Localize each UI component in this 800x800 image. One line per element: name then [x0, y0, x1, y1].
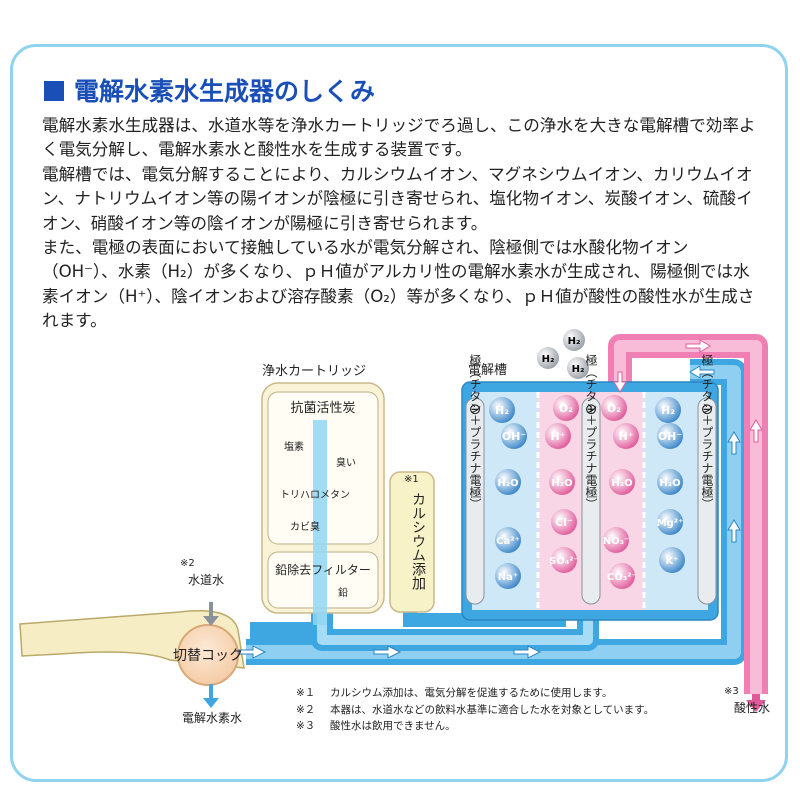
electrode-label-center: ⊕ 極（チタン＋プラチナ電極）: [584, 353, 598, 510]
h2-bubble-top-1: H₂: [563, 329, 585, 351]
cartridge-label: 浄水カートリッジ: [262, 364, 366, 379]
svg-text:極（チタン＋プラチナ電極）: 極（チタン＋プラチナ電極）: [584, 353, 598, 510]
so4-ion: SO₄²⁻: [549, 547, 579, 573]
acid-arrows: [613, 339, 763, 443]
svg-text:OH⁻: OH⁻: [502, 430, 527, 443]
electrode-label-right: ⊖ 極（チタン＋プラチナ電極）: [700, 353, 714, 510]
acid-water-label: 酸性水: [734, 700, 770, 715]
cathode-right: [697, 397, 717, 605]
svg-text:K⁺: K⁺: [665, 556, 678, 567]
paragraph-1: 電解水素水生成器は、水道水等を浄水カートリッジでろ過し、この浄水を大きな電解槽で…: [42, 116, 756, 160]
electrode-label-left: ⊖ 極（チタン＋プラチナ電極）: [468, 353, 482, 510]
description: 電解水素水生成器は、水道水等を浄水カートリッジでろ過し、この浄水を大きな電解槽で…: [42, 114, 762, 334]
lead-filter-label: 鉛除去フィルター: [275, 562, 371, 577]
h2o-molecule-right: H₂O: [609, 469, 635, 495]
h2-bubble-top-2: H₂: [537, 347, 559, 369]
calcium-label: カルシウム添加: [410, 492, 426, 591]
chlorine-label: 塩素: [284, 440, 304, 453]
hplus-molecule-left: H⁺: [545, 423, 571, 449]
svg-text:O₂: O₂: [559, 402, 573, 415]
ca-ion: Ca²⁺: [495, 527, 521, 553]
valve-label: 切替コック: [173, 648, 243, 664]
svg-text:H⁺: H⁺: [550, 430, 565, 443]
page-title-text: 電解水素水生成器のしくみ: [74, 77, 376, 106]
o2-molecule-right: O₂: [601, 395, 627, 421]
oh-molecule-right: OH⁻: [657, 423, 683, 449]
cell-label: 電解槽: [468, 363, 507, 378]
svg-text:Ca²⁺: Ca²⁺: [496, 536, 520, 547]
carbon-label: 抗菌活性炭: [290, 401, 355, 416]
flow-arrows: [238, 365, 741, 659]
trihalomethane-label: トリハロメタン: [280, 489, 350, 501]
na-ion: Na⁺: [495, 563, 521, 589]
h2o-molecule-center: H₂O: [549, 469, 575, 495]
paragraph-3: また、電極の表面において接触している水が電気分解され、陰極側では水酸化物イオン（…: [42, 238, 755, 331]
svg-text:H₂: H₂: [568, 336, 581, 347]
svg-text:Mg²⁺: Mg²⁺: [657, 518, 684, 529]
svg-text:Cl⁻: Cl⁻: [555, 516, 573, 529]
calcium-mark: ※1: [404, 474, 419, 485]
hydrogen-water-label: 電解水素水: [182, 711, 242, 725]
acid-out-arrow: [746, 694, 766, 712]
calcium-unit: [389, 471, 435, 613]
h2o-molecule-left: H₂O: [495, 469, 521, 495]
output-arrow: [203, 684, 219, 708]
svg-text:H₂: H₂: [661, 404, 675, 417]
mold-odor-label: カビ臭: [290, 520, 320, 533]
svg-text:H₂O: H₂O: [551, 478, 572, 489]
h2-bubble-top-3: H₂: [567, 357, 589, 379]
svg-text:OH⁻: OH⁻: [658, 430, 683, 443]
cartridge-flow: [313, 420, 327, 625]
switch-valve: [177, 624, 239, 686]
svg-text:SO₄²⁻: SO₄²⁻: [549, 556, 579, 567]
svg-text:⊖: ⊖: [701, 400, 714, 418]
h2-molecule-right: H₂: [655, 397, 681, 423]
h2-molecule-left: H₂: [489, 397, 515, 423]
svg-text:Na⁺: Na⁺: [498, 572, 518, 583]
tap-mark: ※2: [180, 558, 195, 569]
no3-ion: NO₃⁻: [603, 527, 630, 553]
svg-text:H₂O: H₂O: [497, 478, 518, 489]
k-ion: K⁺: [659, 547, 685, 573]
svg-text:H₂: H₂: [542, 354, 555, 365]
anode-center: [581, 397, 601, 605]
svg-text:極（チタン＋プラチナ電極）: 極（チタン＋プラチナ電極）: [468, 353, 482, 510]
svg-text:H⁺: H⁺: [618, 430, 633, 443]
tap-arrow: [203, 602, 219, 626]
paragraph-2: 電解槽では、電気分解することにより、カルシウムイオン、マグネシウムイオン、カリウ…: [42, 164, 753, 233]
square-bullet-icon: [44, 81, 64, 101]
molecules: H₂ H₂ H₂ H₂ OH⁻ H₂O Ca²⁺ Na⁺ O₂ H⁺ H₂O C…: [489, 329, 685, 589]
svg-text:H₂: H₂: [572, 364, 585, 375]
odor-label: 臭い: [336, 456, 356, 469]
svg-text:CO₃²⁻: CO₃²⁻: [607, 572, 637, 583]
svg-text:O₂: O₂: [607, 402, 621, 415]
svg-text:NO₃⁻: NO₃⁻: [603, 536, 630, 547]
oh-molecule-left: OH⁻: [501, 423, 527, 449]
svg-text:極（チタン＋プラチナ電極）: 極（チタン＋プラチナ電極）: [700, 353, 714, 510]
hplus-molecule-right: H⁺: [613, 423, 639, 449]
co3-ion: CO₃²⁻: [607, 563, 637, 589]
svg-text:H₂: H₂: [495, 404, 509, 417]
o2-molecule-left: O₂: [553, 395, 579, 421]
acid-mark: ※3: [724, 686, 739, 697]
svg-text:H₂O: H₂O: [611, 478, 632, 489]
cl-ion: Cl⁻: [551, 509, 577, 535]
svg-text:H₂O: H₂O: [659, 478, 680, 489]
svg-text:⊕: ⊕: [585, 400, 598, 418]
tap-water-label: 水道水: [188, 573, 224, 587]
cathode-left: [465, 397, 485, 605]
page-title: 電解水素水生成器のしくみ: [44, 72, 375, 108]
mg-ion: Mg²⁺: [657, 509, 684, 535]
h2o-molecule-far-right: H₂O: [657, 469, 683, 495]
svg-text:⊖: ⊖: [469, 400, 482, 418]
lead-label: 鉛: [338, 586, 348, 599]
